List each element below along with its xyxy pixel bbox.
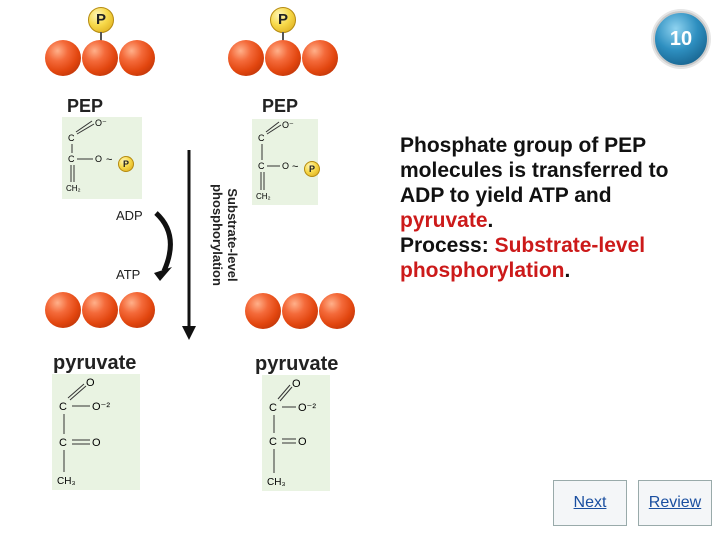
chem-carbon: C [68, 154, 75, 164]
carbon-ball [228, 40, 264, 76]
bond-stick [100, 32, 102, 42]
chem-tilde: ~ [106, 154, 112, 166]
next-button[interactable]: Next [553, 480, 627, 526]
pyruvate-label-right: pyruvate [255, 353, 339, 375]
carbon-ball [45, 292, 81, 328]
pyruvate-structure-left: C C O O⁻² O CH₃ [52, 374, 140, 490]
chem-carbon: C [59, 437, 67, 449]
chem-oxygen-charge: O⁻² [92, 401, 110, 413]
adp-label: ADP [116, 208, 143, 223]
description-process-name: Substrate-level phosphorylation [400, 234, 646, 282]
chem-ch3: CH₃ [267, 477, 286, 488]
chem-oxygen: O [282, 161, 289, 171]
chem-carbon: C [59, 401, 67, 413]
down-arrow-icon [182, 150, 196, 340]
phosphate-small-left: P [118, 156, 134, 172]
carbon-ball [265, 40, 301, 76]
chem-oxygen: O [86, 377, 95, 389]
carbon-ball [245, 293, 281, 329]
description-pyruvate: pyruvate [400, 209, 488, 232]
bond-stick [282, 32, 284, 42]
process-vertical-label: Substrate-level phosphorylation [210, 170, 240, 300]
chem-carbon: C [269, 402, 277, 414]
phosphate-circle-left: P [88, 7, 114, 33]
description-text: Phosphate group of PEP molecules is tran… [400, 133, 700, 283]
chem-tilde: ~ [292, 161, 298, 173]
chem-oxygen: O [92, 437, 101, 449]
chem-carbon: C [258, 161, 265, 171]
chem-oxygen: O [95, 154, 102, 164]
process-label-line2: phosphorylation [210, 184, 225, 286]
pyruvate-label-left: pyruvate [53, 352, 137, 374]
chem-oxygen-minus: O⁻ [95, 118, 107, 128]
pep-structure-right: C C O⁻ O ~ CH₂ [252, 119, 318, 205]
carbon-ball [82, 40, 118, 76]
chem-ch2: CH₂ [66, 184, 81, 193]
carbon-ball [282, 293, 318, 329]
carbon-ball [82, 292, 118, 328]
chem-carbon: C [258, 133, 265, 143]
carbon-ball [119, 40, 155, 76]
description-period2: . [564, 259, 571, 282]
chem-oxygen: O [298, 436, 307, 448]
pep-label-right: PEP [262, 96, 299, 116]
chem-oxygen-charge: O⁻² [298, 402, 316, 414]
description-process-prefix: Process: [400, 234, 495, 257]
carbon-ball [45, 40, 81, 76]
curved-arrow-icon [154, 211, 173, 281]
carbon-ball [319, 293, 355, 329]
pep-label-left: PEP [67, 96, 104, 116]
chem-oxygen: O [292, 378, 301, 390]
carbon-ball [302, 40, 338, 76]
review-button[interactable]: Review [638, 480, 712, 526]
description-part1: Phosphate group of PEP molecules is tran… [400, 134, 669, 207]
pyruvate-structure-right: C C O O⁻² O CH₃ [262, 375, 330, 491]
phosphate-small-right: P [304, 161, 320, 177]
atp-label: ATP [116, 267, 141, 282]
carbon-ball [119, 292, 155, 328]
chem-oxygen-minus: O⁻ [282, 120, 294, 130]
description-period1: . [487, 209, 494, 232]
process-label-line1: Substrate-level [225, 188, 240, 282]
slide-number-badge: 10 [653, 11, 709, 67]
chem-carbon: C [68, 133, 75, 143]
chem-ch3: CH₃ [57, 476, 76, 487]
chem-ch2: CH₂ [256, 192, 271, 201]
phosphate-circle-right: P [270, 7, 296, 33]
chem-carbon: C [269, 436, 277, 448]
